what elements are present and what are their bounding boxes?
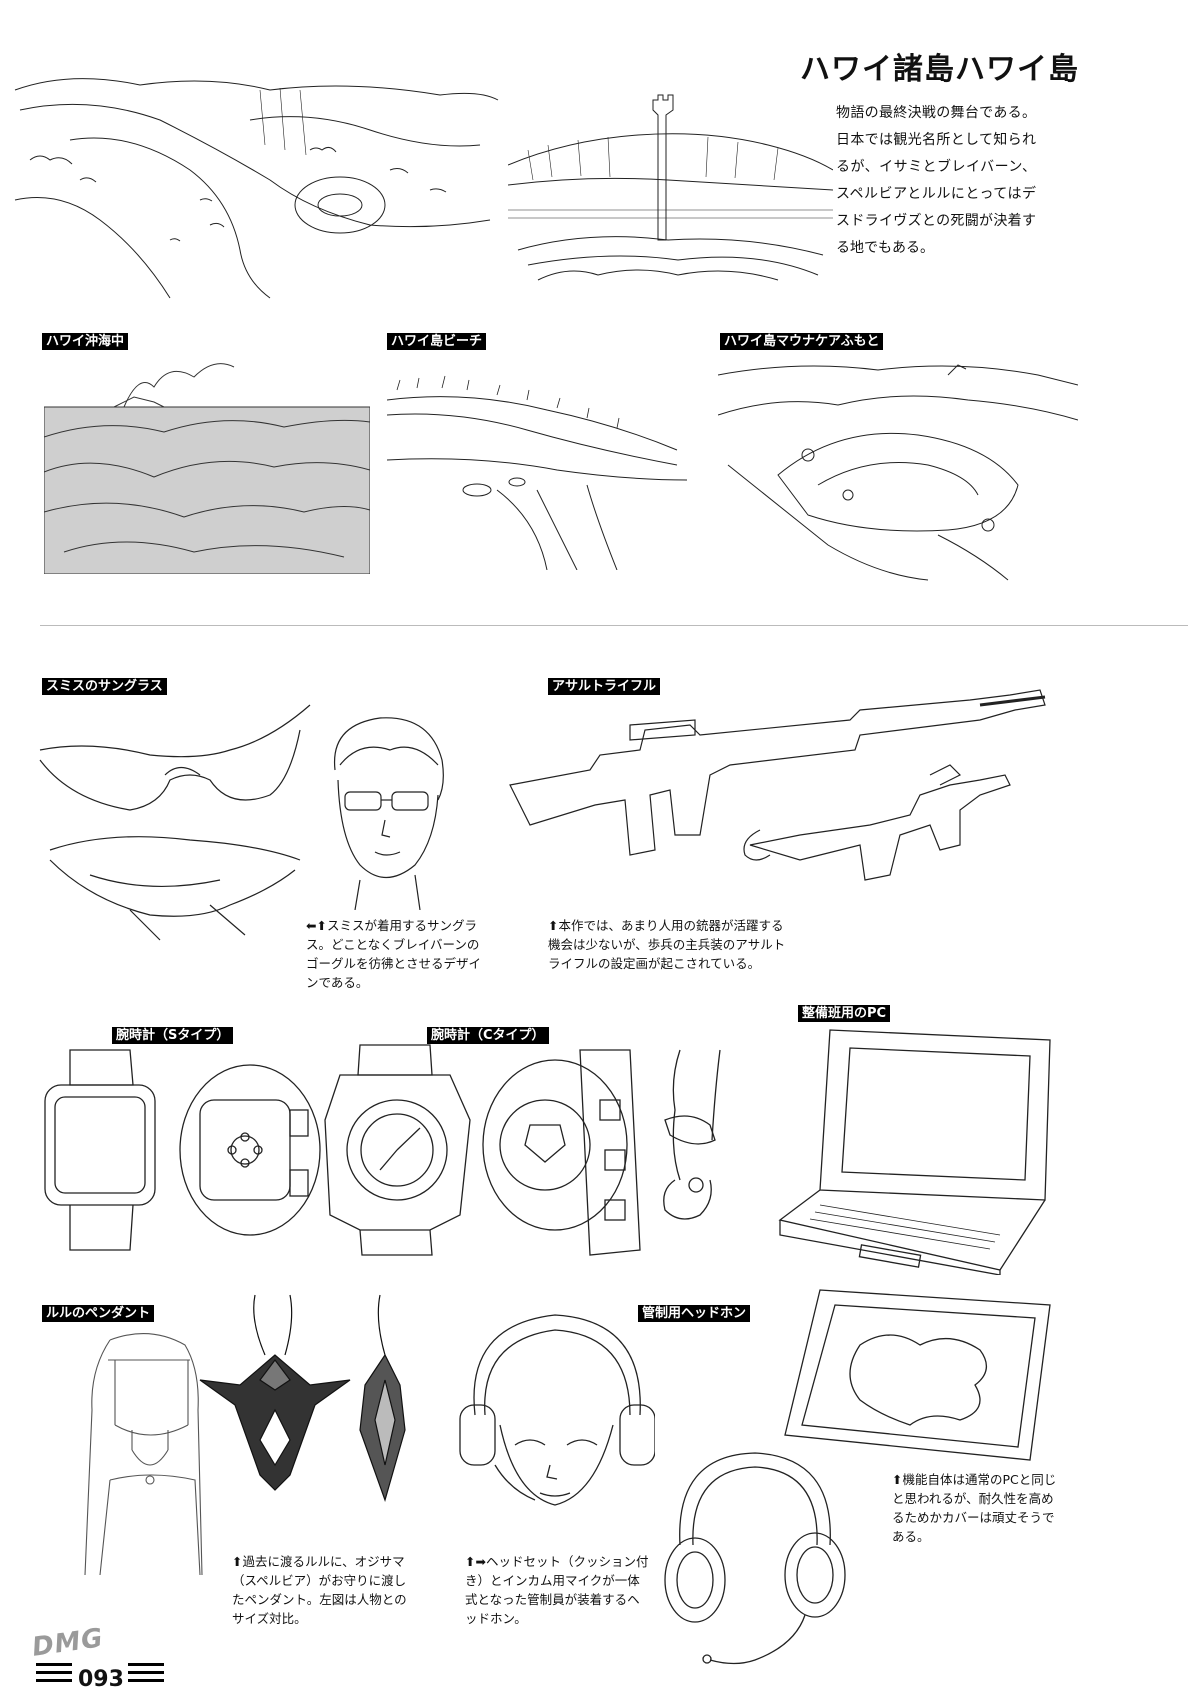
tower-landscape-illustration bbox=[508, 90, 833, 290]
label-watch-s-type: 腕時計（Sタイプ） bbox=[112, 1027, 234, 1044]
pc-caption: ⬆機能自体は通常のPCと同じと思われるが、耐久性を高めるためかカバーは頑丈そうで… bbox=[892, 1472, 1057, 1544]
mauna-kea-illustration bbox=[718, 355, 1078, 585]
pendant-caption: ⬆過去に渡るルルに、オジサマ（スペルビア）がお守りに渡したペンダント。左図は人物… bbox=[232, 1554, 407, 1626]
label-maintenance-pc: 整備班用のPC bbox=[798, 1005, 891, 1022]
sunglasses-illustration bbox=[30, 700, 320, 950]
watch-c-type-illustration bbox=[320, 1040, 750, 1260]
pc-cover-illustration bbox=[780, 1285, 1060, 1465]
page-number: 093 bbox=[78, 1667, 124, 1692]
beach-illustration bbox=[387, 370, 687, 570]
headphones-caption: ⬆➡ヘッドセット（クッション付き）とインカム用マイクが一体式となった管制員が装着… bbox=[465, 1554, 649, 1626]
headphones-illustration bbox=[655, 1445, 855, 1675]
undersea-illustration bbox=[44, 352, 370, 574]
rifle-caption: ⬆本作では、あまり人用の銃器が活躍する機会は少ないが、歩兵の主兵装のアサルトライ… bbox=[548, 918, 786, 971]
lulu-figure-illustration bbox=[70, 1330, 235, 1575]
label-sunglasses: スミスのサングラス bbox=[42, 678, 167, 695]
maintenance-pc-illustration bbox=[770, 1020, 1060, 1275]
pendant-illustration bbox=[180, 1290, 435, 1520]
section-divider bbox=[40, 625, 1188, 626]
smith-portrait-illustration bbox=[320, 710, 455, 910]
sunglasses-caption: ⬅⬆スミスが着用するサングラス。どことなくブレイバーンのゴーグルを彷彿とさせるデ… bbox=[306, 918, 482, 990]
watch-s-type-illustration bbox=[35, 1045, 325, 1260]
footer-left-stripes bbox=[36, 1663, 72, 1687]
label-control-headphones: 管制用ヘッドホン bbox=[638, 1305, 751, 1322]
footer-right-stripes bbox=[128, 1663, 164, 1687]
hawaii-coast-illustration bbox=[10, 50, 500, 300]
watermark-logo: DMG bbox=[30, 1623, 106, 1663]
assault-rifle-illustration bbox=[500, 675, 1050, 945]
label-mauna-kea: ハワイ島マウナケアふもと bbox=[720, 333, 884, 350]
label-watch-c-type: 腕時計（Cタイプ） bbox=[427, 1027, 549, 1044]
label-lulu-pendant: ルルのペンダント bbox=[42, 1305, 155, 1322]
label-assault-rifle: アサルトライフル bbox=[548, 678, 661, 695]
intro-text: 物語の最終決戦の舞台である。日本では観光名所として知られるが、イサミとブレイバー… bbox=[836, 105, 1036, 256]
page-title: ハワイ諸島ハワイ島 bbox=[800, 52, 1079, 87]
label-hawaii-beach: ハワイ島ビーチ bbox=[387, 333, 487, 350]
label-hawaii-undersea: ハワイ沖海中 bbox=[42, 333, 129, 350]
headphones-portrait-illustration bbox=[455, 1305, 655, 1520]
